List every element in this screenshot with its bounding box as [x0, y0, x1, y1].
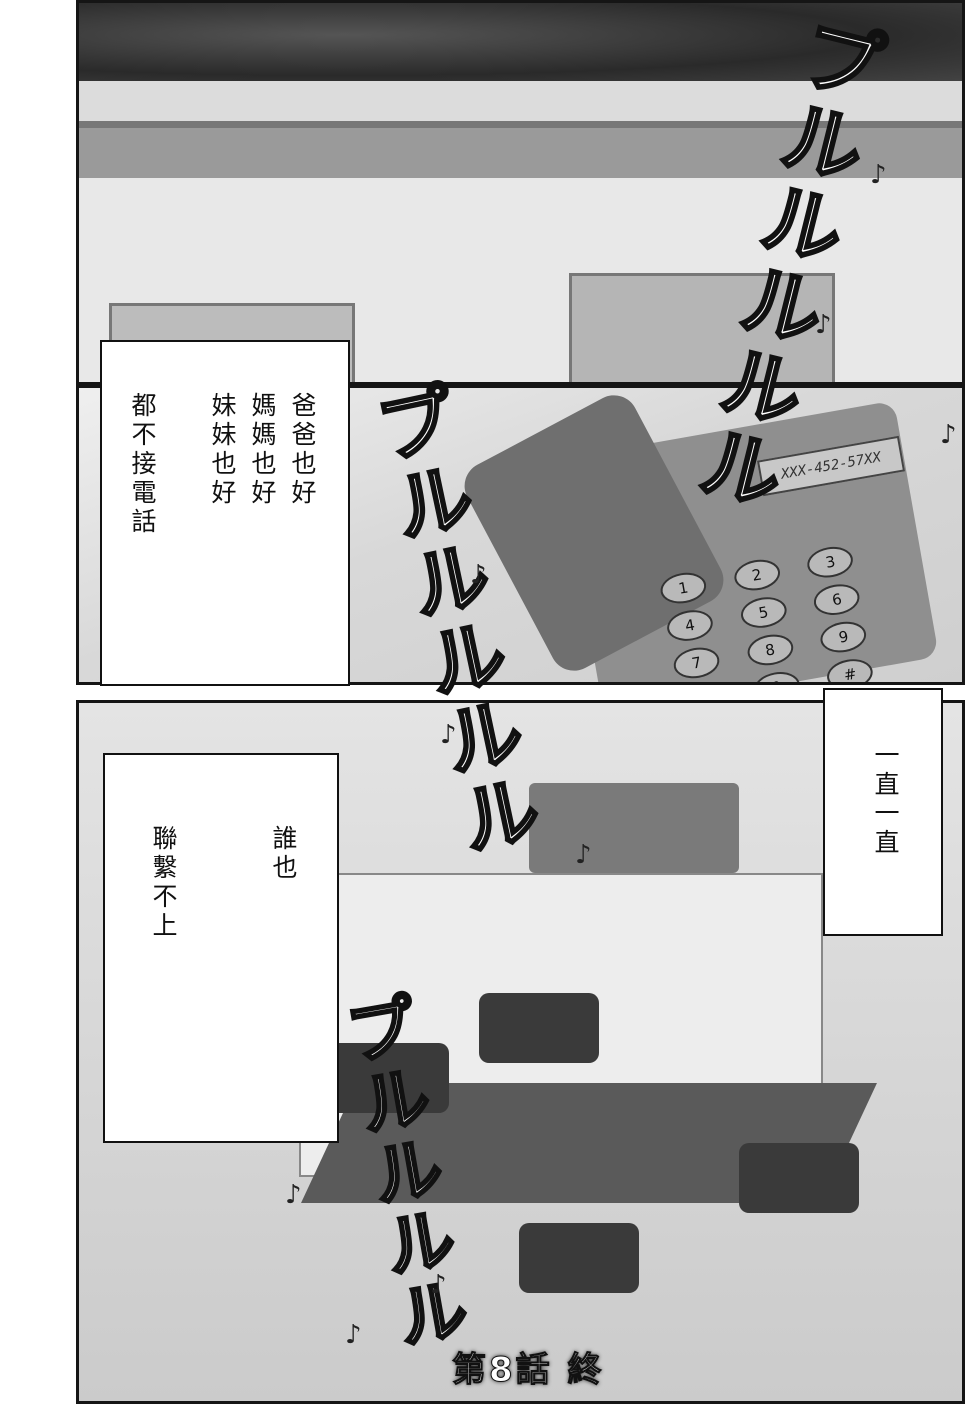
phone-key: * [677, 681, 729, 682]
roof-beam [79, 128, 962, 178]
narration-line: 爸爸也好 [288, 392, 317, 508]
phone-key: 5 [738, 593, 789, 632]
phone-key: 0 [751, 668, 802, 682]
music-note-icon: ♪ [345, 1320, 362, 1350]
phone-key: # [824, 655, 876, 682]
phone-key: 7 [671, 644, 722, 682]
narration-line: 妹妹也好 [208, 392, 237, 508]
narration-box-always: 一直一直 [823, 688, 943, 936]
chair [519, 1223, 639, 1293]
music-note-icon: ♪ [870, 160, 887, 190]
music-note-icon: ♪ [430, 1270, 447, 1300]
phone-key: 3 [805, 543, 856, 581]
narration-text: 一直一直 [865, 742, 905, 922]
narration-line: 一直一直 [871, 742, 900, 858]
page-margin [0, 0, 76, 1404]
chapter-end-title: 第8話 終 [452, 1350, 605, 1391]
narration-text: 誰也 聯繫不上 [143, 825, 303, 1125]
chair [329, 1043, 449, 1113]
chair [739, 1143, 859, 1213]
phone-key: 1 [658, 569, 709, 607]
music-note-icon: ♪ [575, 840, 592, 870]
music-note-icon: ♪ [815, 310, 832, 340]
narration-box-no-one: 誰也 聯繫不上 [103, 753, 339, 1143]
roof-eave [79, 81, 962, 129]
phone-key: 8 [744, 631, 796, 669]
phone-key: 9 [818, 618, 869, 656]
music-note-icon: ♪ [285, 1180, 302, 1210]
music-note-icon: ♪ [940, 420, 957, 450]
panel-house-exterior [76, 0, 965, 385]
narration-line: 媽媽也好 [248, 392, 277, 508]
narration-text: 爸爸也好 媽媽也好 妹妹也好 都不接電話 [122, 392, 322, 672]
narration-line: 都不接電話 [128, 392, 157, 537]
phone-key: 2 [731, 556, 783, 594]
music-note-icon: ♪ [470, 560, 487, 590]
gas-stove [529, 783, 739, 873]
music-note-icon: ♪ [440, 720, 457, 750]
narration-line: 聯繫不上 [149, 825, 178, 941]
narration-line: 誰也 [269, 825, 298, 883]
window-right [569, 273, 835, 382]
chair [479, 993, 599, 1063]
phone-key: 6 [811, 580, 863, 619]
phone-key: 4 [664, 606, 716, 645]
narration-box-family: 爸爸也好 媽媽也好 妹妹也好 都不接電話 [100, 340, 350, 686]
cloudy-sky [79, 3, 962, 83]
